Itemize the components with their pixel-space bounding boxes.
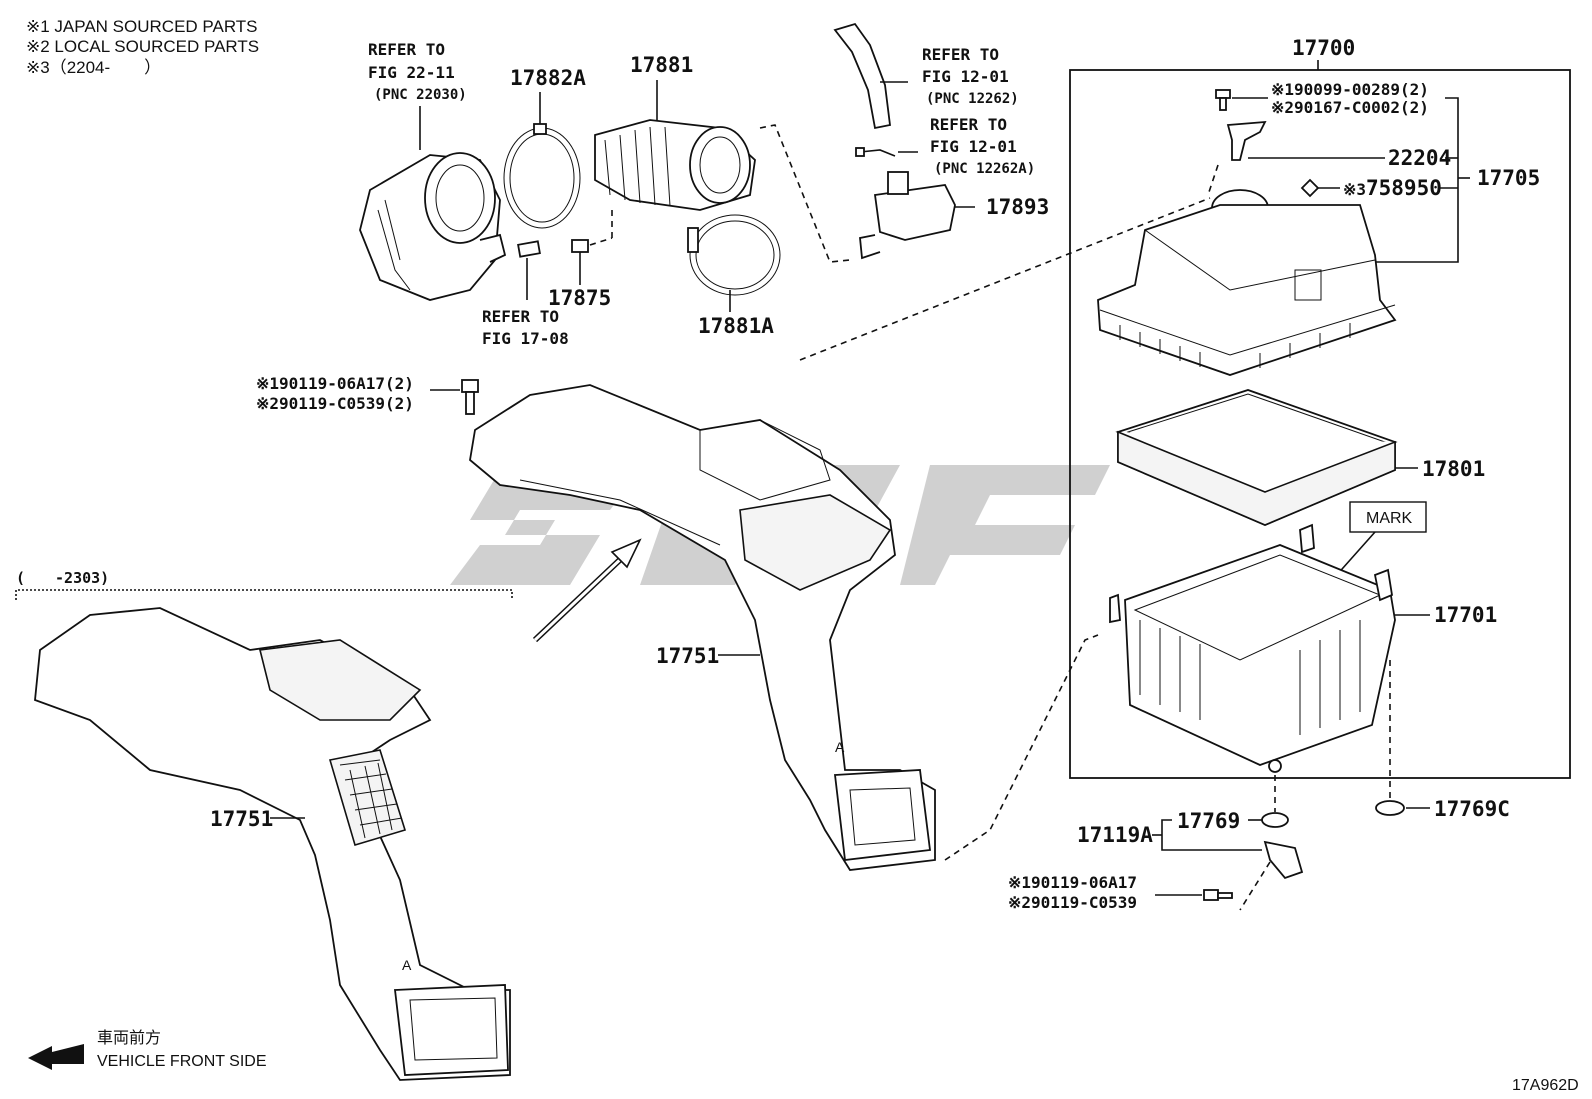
hose-ref-pnc: (PNC 12262) (926, 91, 1019, 107)
pipe-ref: REFER TO FIG 17-08 (482, 240, 569, 348)
label-17881A: 17881A (698, 314, 774, 338)
legend-japan: ※1 JAPAN SOURCED PARTS (26, 17, 258, 36)
sensor-ref-title: REFER TO (930, 115, 1007, 134)
front-label-en: VEHICLE FRONT SIDE (97, 1053, 267, 1070)
label-17882A: 17882A (510, 66, 586, 90)
assembly-frame (1069, 69, 1571, 779)
throttle-ref-pnc: (PNC 22030) (374, 87, 467, 103)
label-17875: 17875 (548, 286, 611, 310)
front-arrow-icon (28, 1044, 84, 1070)
bolt-top-japan: ※190099-00289(2) (1271, 80, 1429, 99)
pipe-ref-fig: FIG 17-08 (482, 329, 569, 348)
figure-code: 17A962D (1512, 1077, 1579, 1094)
clamp-17882A (503, 123, 581, 229)
duct-17751-new: A 17751 (469, 384, 936, 871)
bolt-duct-local: ※290119-C0539(2) (256, 394, 414, 413)
mark3-label: ※3 (1343, 180, 1366, 199)
arrow-icon (532, 538, 642, 643)
part-758950: ※3 758950 (1300, 176, 1458, 200)
sensor-ref-pnc: (PNC 12262A) (934, 161, 1035, 177)
label-17751-new: 17751 (656, 644, 719, 668)
throttle-ref-title: REFER TO (368, 40, 445, 59)
duct-a-mark: A (835, 739, 845, 755)
label-17700: 17700 (1292, 36, 1355, 60)
throttle-body (359, 152, 507, 301)
bolts-cover: ※190099-00289(2) ※290167-C0002(2) 17705 (1215, 80, 1540, 263)
bolt-duct-japan: ※190119-06A17(2) (256, 374, 414, 393)
pipe-ref-title: REFER TO (482, 307, 559, 326)
clamp-17881A: 17881A (687, 214, 781, 338)
label-17701: 17701 (1434, 603, 1497, 627)
mark-label: MARK (1366, 510, 1413, 527)
label-17801: 17801 (1422, 457, 1485, 481)
legend: ※1 JAPAN SOURCED PARTS ※2 LOCAL SOURCED … (26, 17, 259, 77)
duct-17751-old: A 17751 (34, 607, 511, 1081)
label-17769C: 17769C (1434, 797, 1510, 821)
hose-ref-title: REFER TO (922, 45, 999, 64)
grommet-17769: 17769 17119A (1077, 775, 1304, 880)
bolt-lower: ※190119-06A17 ※290119-C0539 (1008, 873, 1233, 912)
throttle-ref-fig: FIG 22-11 (368, 63, 455, 82)
mark-callout: MARK (1309, 501, 1427, 606)
label-758950: 758950 (1366, 176, 1442, 200)
range-label: ( -2303) (16, 569, 109, 587)
case-17701: 17701 (1109, 523, 1497, 773)
duct-old-a-mark: A (402, 957, 412, 973)
label-22204: 22204 (1388, 146, 1451, 170)
throttle-ref: REFER TO FIG 22-11 (PNC 22030) (368, 40, 467, 150)
hose-17881 (594, 119, 756, 211)
front-label-jp: 車両前方 (97, 1029, 161, 1047)
label-17893: 17893 (986, 195, 1049, 219)
label-17705: 17705 (1477, 166, 1540, 190)
label-17881: 17881 (630, 53, 693, 77)
bolt-low-japan: ※190119-06A17 (1008, 873, 1137, 892)
bolt-duct: ※190119-06A17(2) ※290119-C0539(2) (256, 374, 479, 415)
bolt-low-local: ※290119-C0539 (1008, 893, 1137, 912)
vehicle-front-direction: 車両前方 VEHICLE FRONT SIDE (28, 1029, 267, 1070)
hose-ref: REFER TO FIG 12-01 (PNC 12262) (833, 22, 1019, 130)
filter-17801: 17801 (1115, 389, 1485, 526)
label-17751-old: 17751 (210, 807, 273, 831)
sensor-ref-fig: FIG 12-01 (930, 137, 1017, 156)
legend-date: ※3（2204- ） (26, 58, 161, 77)
sensor-22204: 22204 (1226, 120, 1458, 170)
air-cleaner-cover (1097, 189, 1397, 376)
bolt-top-local: ※290167-C0002(2) (1271, 98, 1429, 117)
legend-local: ※2 LOCAL SOURCED PARTS (26, 37, 259, 56)
label-17769: 17769 (1177, 809, 1240, 833)
resonator-17893: 17893 (859, 171, 1049, 260)
part-17875: 17875 (548, 205, 613, 310)
air-cleaner-assembly: 17700 (1069, 36, 1571, 779)
sensor-ref: REFER TO FIG 12-01 (PNC 12262A) (855, 115, 1035, 177)
grommet-17769C: 17769C (1375, 660, 1510, 821)
hose-ref-fig: FIG 12-01 (922, 67, 1009, 86)
label-17119A: 17119A (1077, 823, 1153, 847)
range-bracket: ( -2303) (15, 569, 513, 600)
